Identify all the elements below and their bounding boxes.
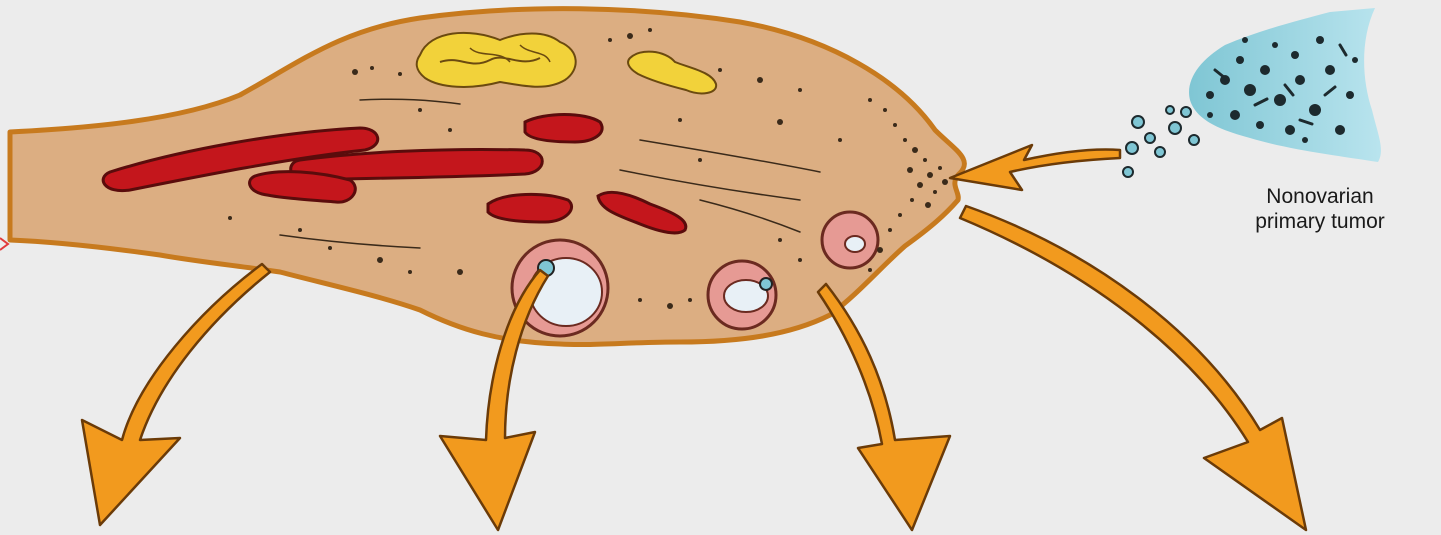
tumor-label: Nonovarian primary tumor (1220, 184, 1420, 234)
arrow-outgoing-3 (818, 284, 950, 530)
primary-tumor (1123, 8, 1381, 177)
arrow-incoming (950, 145, 1120, 190)
arrow-outgoing-4 (960, 206, 1306, 530)
edge-mark (0, 238, 8, 250)
follicle-medium (708, 261, 776, 329)
shed-tumor-cells (1123, 106, 1199, 177)
follicle-small (822, 212, 878, 268)
arrow-outgoing-1 (82, 264, 270, 525)
tumor-label-line1: Nonovarian (1220, 184, 1420, 209)
tumor-label-line2: primary tumor (1220, 209, 1420, 234)
corpus-luteum (417, 33, 576, 87)
